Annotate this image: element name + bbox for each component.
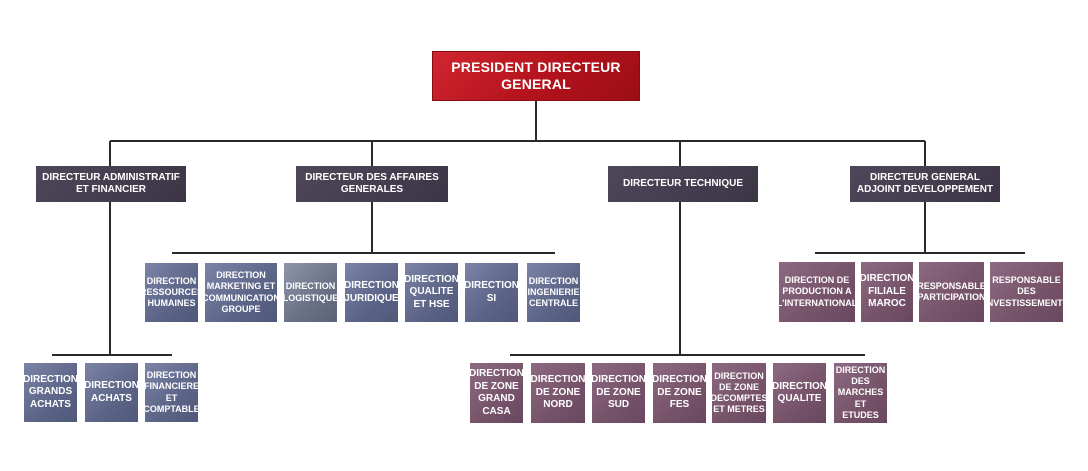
direction-grands-achats-box: DIRECTION GRANDS ACHATS <box>23 363 78 422</box>
direction-marches-etudes-box: DIRECTION DES MARCHES ET ETUDES <box>834 363 887 423</box>
direction-filiale-maroc-box: DIRECTION FILIALE MAROC <box>860 262 915 322</box>
direction-zone-fes-box: DIRECTION DE ZONE FES <box>652 363 707 423</box>
direction-zone-sud-box: DIRECTION DE ZONE SUD <box>591 363 646 423</box>
direction-qualite-box: DIRECTION QUALITE <box>772 363 827 423</box>
president-directeur-general-box: PRESIDENT DIRECTEUR GENERAL <box>432 51 640 101</box>
direction-si-box: DIRECTION SI <box>464 263 519 322</box>
direction-production-international-box: DIRECTION DE PRODUCTION A L'INTERNATIONA… <box>777 262 857 322</box>
direction-financiere-comptable-box: DIRECTION FINANCIERE ET COMPTABLE <box>143 363 200 422</box>
direction-juridique-box: DIRECTION JURIDIQUE <box>344 263 399 322</box>
directeur-general-adjoint-developpement-box: DIRECTEUR GENERAL ADJOINT DEVELOPPEMENT <box>850 166 1000 202</box>
direction-ingenierie-centrale-box: DIRECTION INGENIERIE CENTRALE <box>527 263 580 322</box>
direction-zone-grand-casa-box: DIRECTION DE ZONE GRAND CASA <box>469 363 524 423</box>
direction-ressources-humaines-box: DIRECTION RESSOURCES HUMAINES <box>140 263 203 322</box>
responsable-participation-box: RESPONSABLE PARTICIPATION <box>917 262 986 322</box>
directeur-technique-box: DIRECTEUR TECHNIQUE <box>608 166 758 202</box>
directeur-administratif-financier-box: DIRECTEUR ADMINISTRATIF ET FINANCIER <box>36 166 186 202</box>
direction-marketing-communication-box: DIRECTION MARKETING ET COMMUNICATION GRO… <box>202 263 280 322</box>
direction-achats-box: DIRECTION ACHATS <box>84 363 139 422</box>
directeur-affaires-generales-box: DIRECTEUR DES AFFAIRES GENERALES <box>296 166 448 202</box>
direction-zone-decomptes-metres-box: DIRECTION DE ZONE DECOMPTES ET METRES <box>711 363 768 423</box>
direction-logistique-box: DIRECTION LOGISTIQUE <box>283 263 338 322</box>
responsable-investissements-box: RESPONSABLE DES INVESTISSEMENTS <box>984 262 1069 322</box>
direction-zone-nord-box: DIRECTION DE ZONE NORD <box>531 363 586 423</box>
direction-qualite-hse-box: DIRECTION QUALITE ET HSE <box>404 263 459 322</box>
